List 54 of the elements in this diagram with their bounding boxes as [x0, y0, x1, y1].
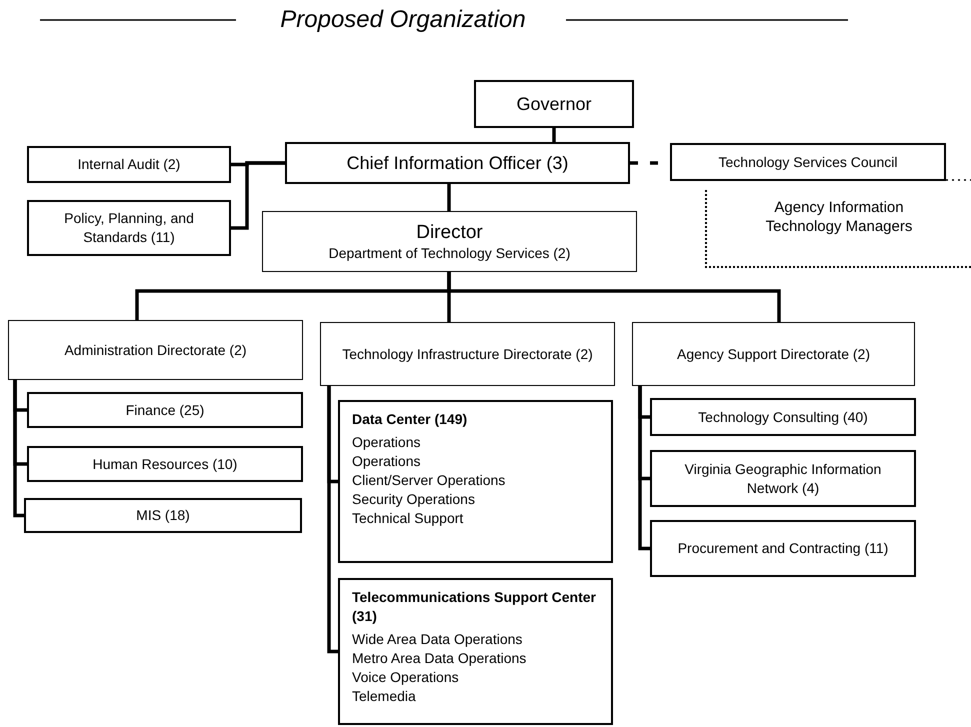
org-box — [285, 142, 630, 184]
box-label: Department of Technology Services (2) — [328, 244, 570, 262]
org-box — [320, 322, 615, 386]
box-label: Director — [416, 220, 483, 245]
box-label: Agency Support Directorate (2) — [677, 344, 870, 364]
connector-line — [231, 161, 285, 230]
box-label: Technology Services Council — [718, 152, 898, 172]
box-label: Metro Area Data Operations — [352, 649, 526, 668]
box-label: Technical Support — [352, 509, 464, 528]
connector-line — [13, 380, 24, 518]
box-label: Finance (25) — [126, 400, 204, 420]
connector-line — [327, 386, 338, 654]
org-box — [474, 80, 634, 128]
org-box — [670, 143, 946, 181]
org-box — [27, 446, 303, 482]
org-box — [650, 450, 916, 507]
connector-line — [447, 184, 451, 211]
diagram-title: Proposed Organization — [279, 6, 527, 34]
box-label: Internal Audit (2) — [78, 155, 180, 174]
connector-line — [552, 128, 556, 142]
box-label: Procurement and Contracting (11) — [678, 539, 888, 558]
org-box — [27, 146, 231, 183]
box-label: Wide Area Data Operations — [352, 630, 522, 649]
box-label: Voice Operations — [352, 668, 459, 687]
box-label: Human Resources (10) — [92, 454, 238, 474]
org-box — [632, 322, 915, 386]
box-label: Security Operations — [352, 490, 475, 509]
box-label: Chief Information Officer (3) — [346, 154, 568, 172]
org-box — [650, 398, 916, 436]
box-label: Policy, Planning, and Standards (11) — [63, 209, 195, 247]
dotted-group-area — [705, 190, 971, 268]
box-label: Data Center (149) — [352, 410, 468, 429]
box-label: Telemedia — [352, 687, 416, 706]
org-box — [27, 200, 231, 256]
box-label: Virginia Geographic Information Network (4) — [684, 460, 882, 498]
connector-line — [638, 386, 650, 550]
org-box — [24, 498, 302, 533]
box-label: Technology Consulting (40) — [698, 408, 868, 426]
org-box — [262, 211, 637, 272]
org-box — [338, 578, 613, 725]
box-label: Technology Infrastructure Directorate (2) — [342, 344, 593, 364]
box-label: Operations — [352, 433, 420, 452]
box-label: Agency Information Technology Managers — [764, 198, 914, 236]
org-box — [8, 320, 303, 380]
box-label: Operations — [352, 452, 420, 471]
box-label: Administration Directorate (2) — [64, 340, 247, 360]
connector-line — [447, 272, 781, 322]
box-label: Client/Server Operations — [352, 471, 506, 490]
org-box — [338, 400, 613, 563]
box-label: Governor — [516, 94, 592, 114]
org-box — [650, 520, 916, 577]
box-label: MIS (18) — [136, 506, 190, 525]
box-label: Telecommunications Support Center (31) — [352, 588, 597, 626]
org-box — [27, 392, 303, 428]
